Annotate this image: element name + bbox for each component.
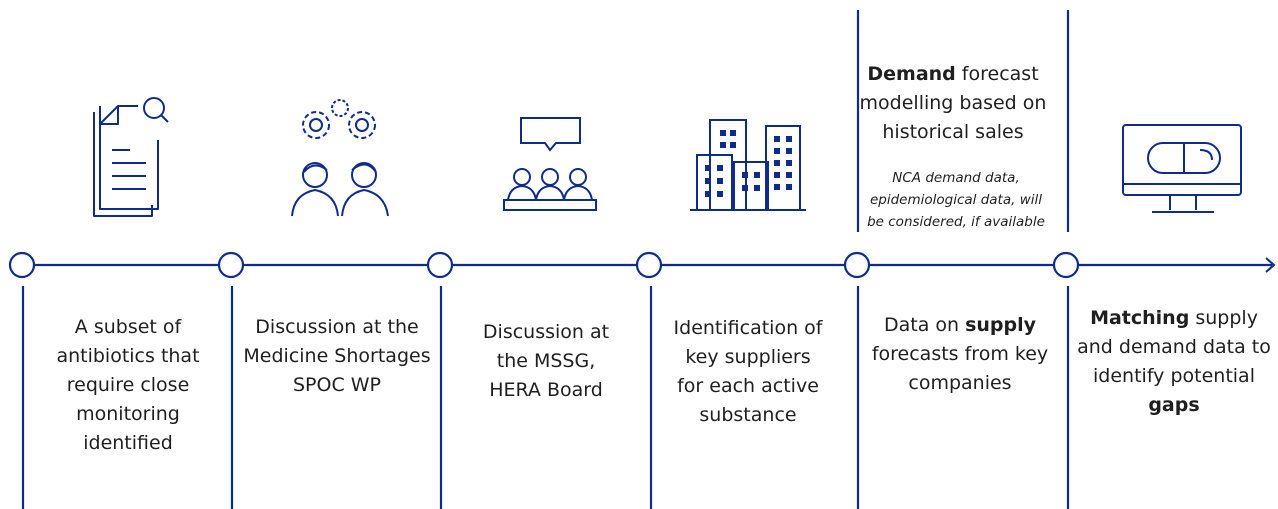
timeline-arrow-icon — [1265, 257, 1276, 273]
meeting-icon — [503, 117, 597, 211]
dividers — [21, 10, 1070, 509]
timeline-node-1 — [8, 251, 36, 279]
step-1-text: A subset of antibiotics that require clo… — [56, 316, 200, 454]
timeline-node-3 — [426, 251, 454, 279]
step-4-text: Identification of key suppliers for each… — [673, 317, 823, 426]
timeline-node-4 — [635, 251, 663, 279]
buildings-windows — [705, 130, 792, 197]
step-2-text: Discussion at the Medicine Shortages SPO… — [243, 316, 431, 396]
timeline-node-6 — [1052, 251, 1080, 279]
gears-people-icon — [291, 99, 389, 217]
monitor-pill-icon — [1122, 124, 1242, 213]
step-6-text: Matching supply and demand data to ident… — [1077, 307, 1271, 416]
buildings-icon — [690, 119, 806, 211]
timeline-node-2 — [217, 251, 245, 279]
timeline-node-5 — [843, 251, 871, 279]
timeline-nodes — [8, 251, 1080, 279]
demand-forecast-text: Demand forecast modelling based on histo… — [859, 63, 1047, 143]
step-3-text: Discussion at the MSSG, HERA Board — [482, 321, 610, 401]
document-search-icon — [93, 97, 169, 217]
step-5-text: Data on supply forecasts from key compan… — [871, 314, 1049, 394]
demand-note: NCA demand data, epidemiological data, w… — [867, 170, 1045, 230]
